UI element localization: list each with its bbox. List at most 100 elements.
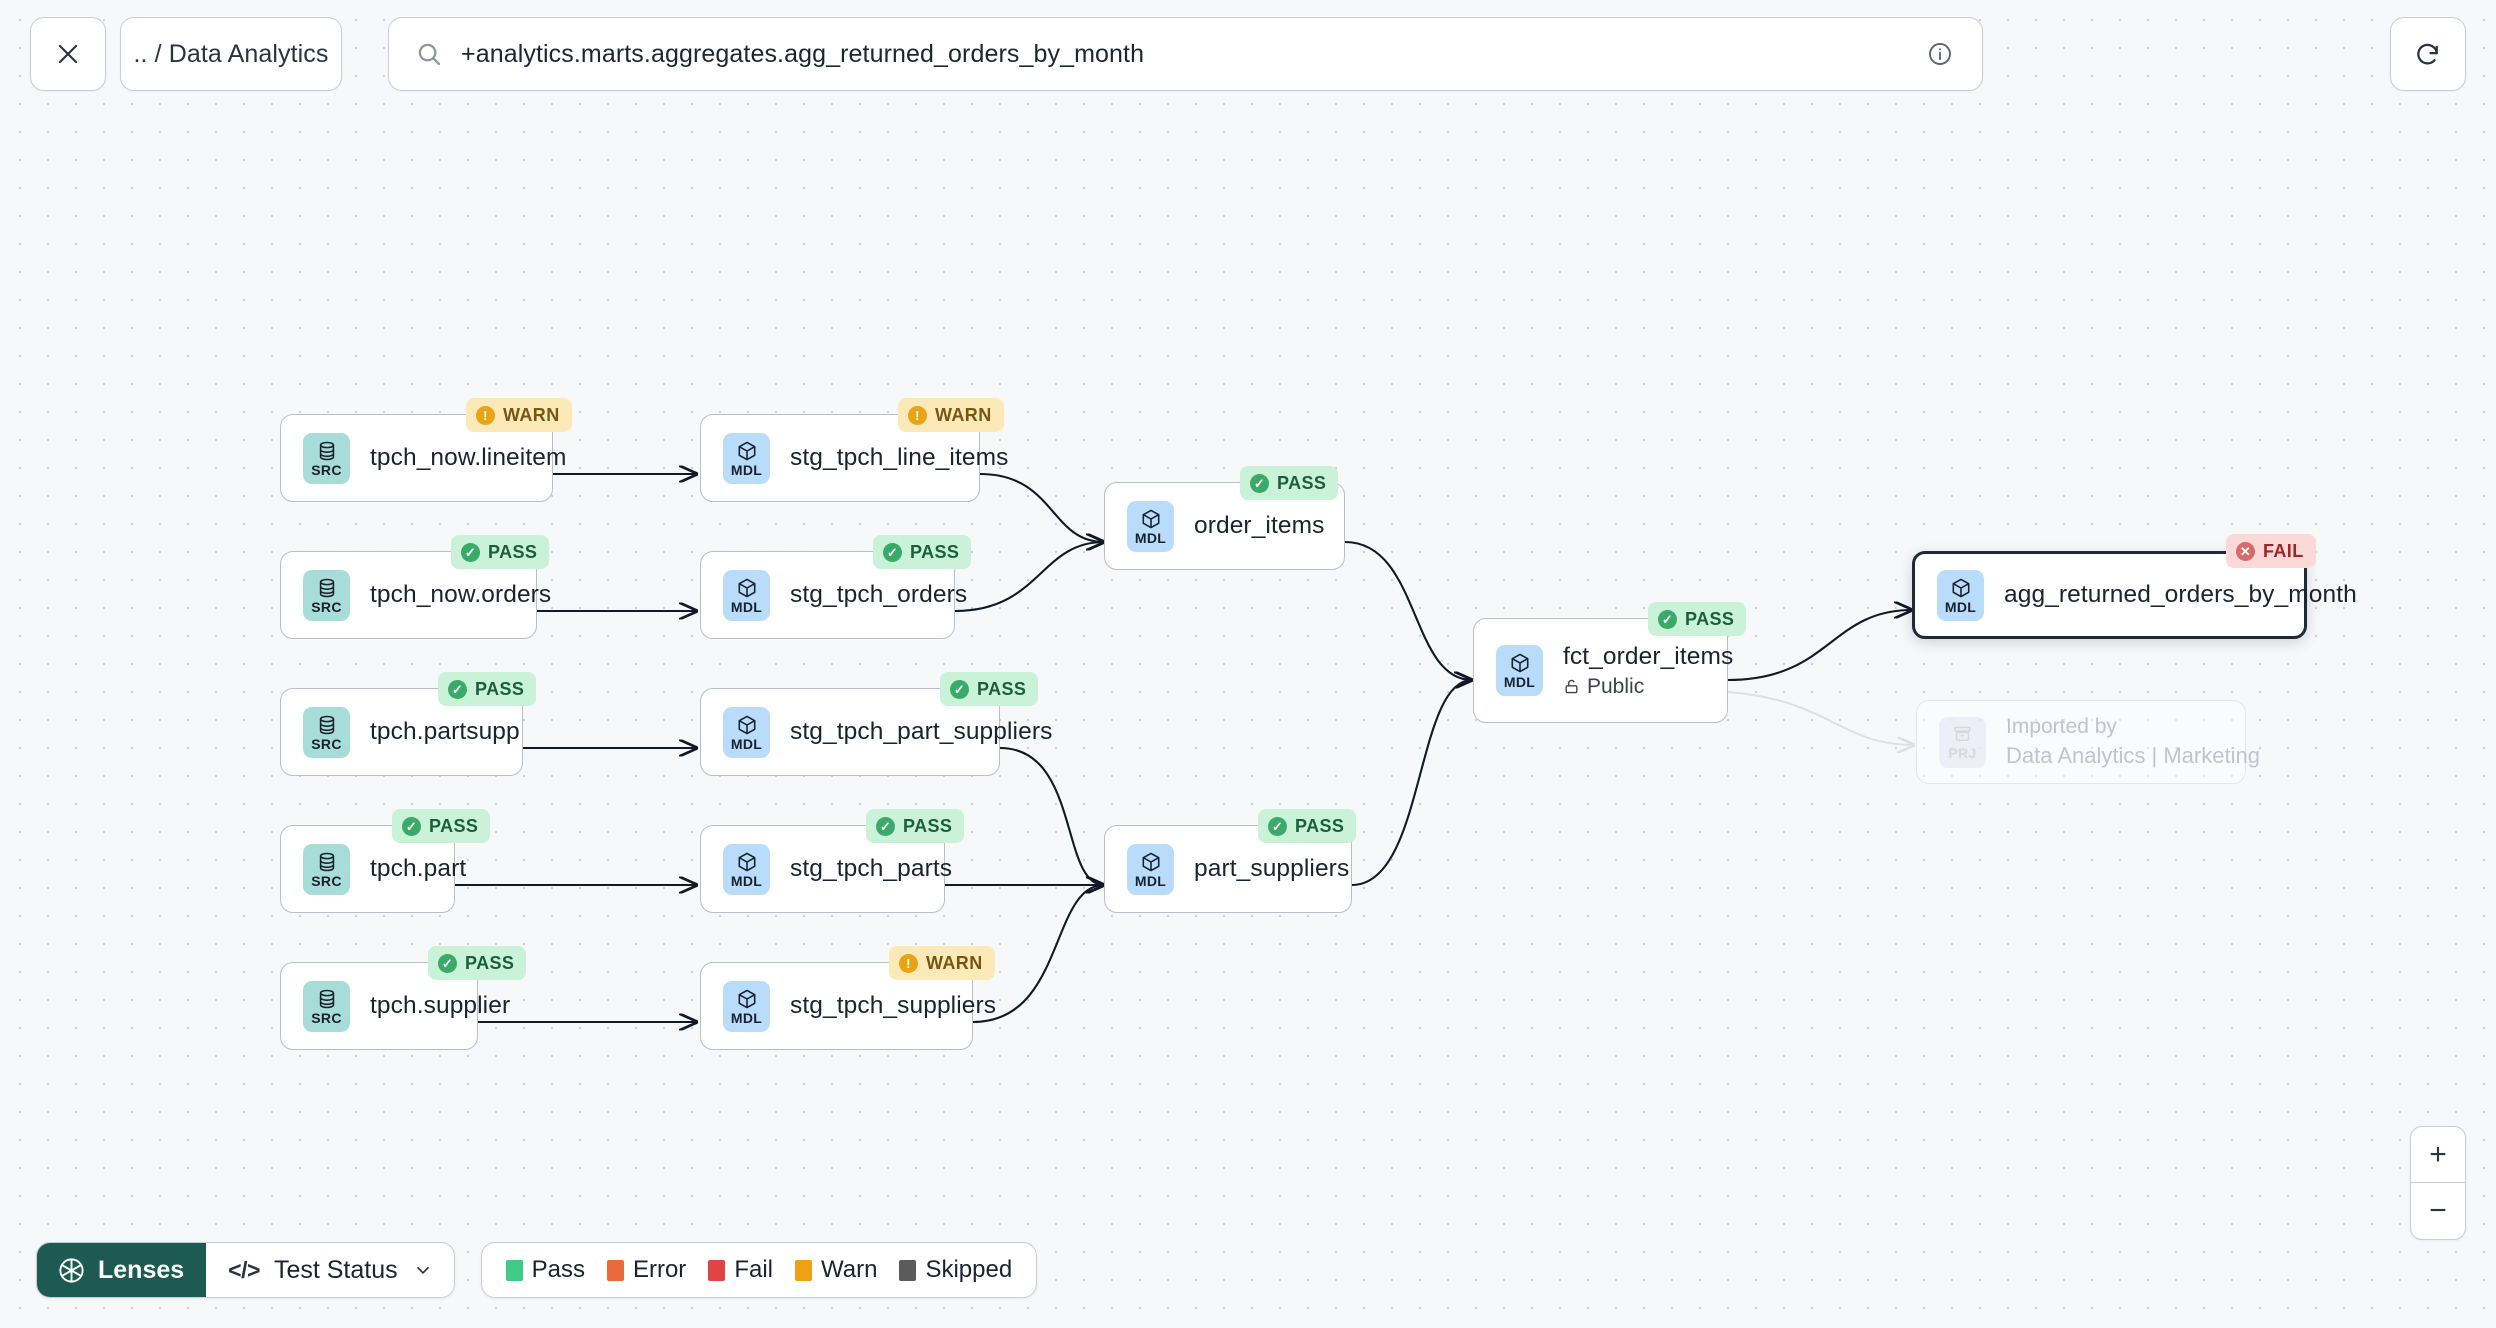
status-badge: ✓ PASS bbox=[428, 946, 527, 980]
node-text: tpch.part bbox=[370, 855, 466, 883]
source-chip: SRC bbox=[303, 706, 350, 758]
node-sublabel-text: Data Analytics | Marketing bbox=[2006, 743, 2260, 768]
chip-kind-label: SRC bbox=[311, 598, 342, 615]
status-badge-label: WARN bbox=[926, 952, 983, 973]
legend-item-pass: Pass bbox=[505, 1256, 585, 1284]
code-icon: </> bbox=[228, 1256, 260, 1283]
status-badge: ✓ PASS bbox=[438, 672, 537, 706]
chip-kind-label: SRC bbox=[311, 872, 342, 889]
node-label: agg_returned_orders_by_month bbox=[2004, 581, 2357, 608]
legend-swatch bbox=[794, 1259, 812, 1281]
node-label: tpch.supplier bbox=[370, 992, 511, 1019]
model-chip: MDL bbox=[1127, 500, 1174, 552]
chip-kind-label: MDL bbox=[730, 872, 763, 889]
status-badge: ✓ PASS bbox=[1258, 809, 1357, 843]
test-status-dropdown[interactable]: </> Test Status bbox=[206, 1243, 453, 1297]
cube-icon bbox=[1511, 653, 1528, 673]
legend-items: Pass Error Fail Warn Skipped bbox=[482, 1243, 1037, 1297]
status-badge: ✕ FAIL bbox=[2226, 534, 2316, 568]
cube-icon bbox=[738, 989, 755, 1008]
legend-item-skipped: Skipped bbox=[899, 1256, 1012, 1284]
legend-swatch bbox=[505, 1259, 523, 1281]
lenses-button[interactable]: Lenses bbox=[37, 1243, 207, 1297]
graph-node-tpch-supplier[interactable]: SRC tpch.supplier bbox=[280, 962, 511, 1050]
check-icon: ✓ bbox=[876, 816, 895, 836]
cube-icon bbox=[1142, 509, 1159, 528]
node-text: stg_tpch_suppliers bbox=[790, 992, 996, 1020]
refresh-button[interactable] bbox=[2390, 17, 2466, 91]
chip-kind-label: PRJ bbox=[1948, 745, 1977, 761]
graph-node-tpch-part[interactable]: SRC tpch.part bbox=[280, 825, 466, 913]
top-toolbar: .. / Data Analytics +analytics.marts.agg… bbox=[0, 0, 2496, 108]
chip-kind-label: MDL bbox=[1134, 529, 1167, 546]
cube-icon bbox=[1952, 578, 1969, 597]
search-input[interactable]: +analytics.marts.aggregates.agg_returned… bbox=[388, 17, 1983, 91]
check-icon: ✓ bbox=[1250, 473, 1269, 493]
zoom-in-button[interactable]: + bbox=[2411, 1127, 2465, 1183]
status-badge: ! WARN bbox=[466, 398, 572, 432]
graph-node-stg-tpch-suppliers[interactable]: MDL stg_tpch_suppliers bbox=[700, 962, 996, 1050]
legend-swatch bbox=[606, 1259, 624, 1281]
node-text: stg_tpch_part_suppliers bbox=[790, 718, 1053, 746]
legend-label: Fail bbox=[734, 1256, 773, 1283]
lenses-group: Lenses </> Test Status bbox=[36, 1242, 455, 1298]
zoom-out-button[interactable]: − bbox=[2429, 1194, 2447, 1227]
model-chip: MDL bbox=[723, 432, 770, 484]
status-legend: Pass Error Fail Warn Skipped bbox=[480, 1242, 1038, 1298]
test-status-label: Test Status bbox=[273, 1255, 398, 1284]
node-text: order_items bbox=[1194, 512, 1324, 540]
status-badge: ✓ PASS bbox=[392, 809, 491, 843]
legend-label: Error bbox=[632, 1256, 687, 1283]
node-text: stg_tpch_orders bbox=[790, 581, 967, 609]
database-icon bbox=[319, 715, 334, 734]
breadcrumb[interactable]: .. / Data Analytics bbox=[120, 17, 342, 91]
node-label: order_items bbox=[1194, 512, 1325, 539]
graph-node-stg-tpch-parts[interactable]: MDL stg_tpch_parts bbox=[700, 825, 952, 913]
node-label: tpch_now.orders bbox=[370, 581, 552, 608]
close-button[interactable] bbox=[30, 17, 106, 91]
check-icon: ✓ bbox=[883, 542, 902, 562]
database-icon bbox=[319, 441, 334, 460]
status-badge-label: WARN bbox=[503, 404, 560, 425]
status-badge-label: PASS bbox=[1295, 815, 1345, 836]
fail-icon: ✕ bbox=[2236, 541, 2255, 561]
status-badge: ✓ PASS bbox=[940, 672, 1039, 706]
node-label: tpch_now.lineitem bbox=[370, 444, 567, 471]
node-text: fct_order_items Public bbox=[1563, 643, 1733, 699]
database-icon bbox=[319, 852, 334, 871]
status-badge-label: PASS bbox=[475, 678, 525, 699]
chip-kind-label: MDL bbox=[1944, 598, 1977, 615]
database-icon bbox=[319, 578, 334, 597]
node-label: stg_tpch_part_suppliers bbox=[790, 718, 1053, 745]
warn-icon: ! bbox=[899, 953, 918, 973]
unlock-icon bbox=[1565, 679, 1578, 694]
graph-node-stg-tpch-part-suppliers[interactable]: MDL stg_tpch_part_suppliers bbox=[700, 688, 1053, 776]
archive-icon bbox=[1954, 726, 1971, 742]
status-badge-label: PASS bbox=[1277, 472, 1327, 493]
search-icon bbox=[418, 43, 441, 66]
node-text: tpch_now.orders bbox=[370, 581, 552, 609]
cube-icon bbox=[1142, 852, 1159, 871]
check-icon: ✓ bbox=[438, 953, 457, 973]
graph-node-imported-by-project[interactable]: PRJ Imported by Data Analytics | Marketi… bbox=[1916, 700, 2260, 784]
node-sublabel-text: Public bbox=[1587, 674, 1645, 698]
status-badge-label: PASS bbox=[1685, 608, 1735, 629]
status-badge: ! WARN bbox=[889, 946, 995, 980]
status-badge-label: PASS bbox=[488, 541, 538, 562]
graph-node-fct-order-items[interactable]: MDL fct_order_items Public bbox=[1473, 618, 1733, 723]
legend-label: Skipped bbox=[925, 1256, 1013, 1283]
model-chip: MDL bbox=[723, 843, 770, 895]
graph-node-tpch-partsupp[interactable]: SRC tpch.partsupp bbox=[280, 688, 523, 776]
legend-item-error: Error bbox=[606, 1256, 687, 1284]
node-text: Imported by Data Analytics | Marketing bbox=[2006, 715, 2260, 769]
cube-icon bbox=[738, 852, 755, 871]
check-icon: ✓ bbox=[461, 542, 480, 562]
node-text: tpch_now.lineitem bbox=[370, 444, 567, 472]
node-text: stg_tpch_parts bbox=[790, 855, 952, 883]
source-chip: SRC bbox=[303, 569, 350, 621]
status-badge: ✓ PASS bbox=[1240, 466, 1339, 500]
chip-kind-label: SRC bbox=[311, 735, 342, 752]
info-icon[interactable] bbox=[1926, 40, 1954, 68]
